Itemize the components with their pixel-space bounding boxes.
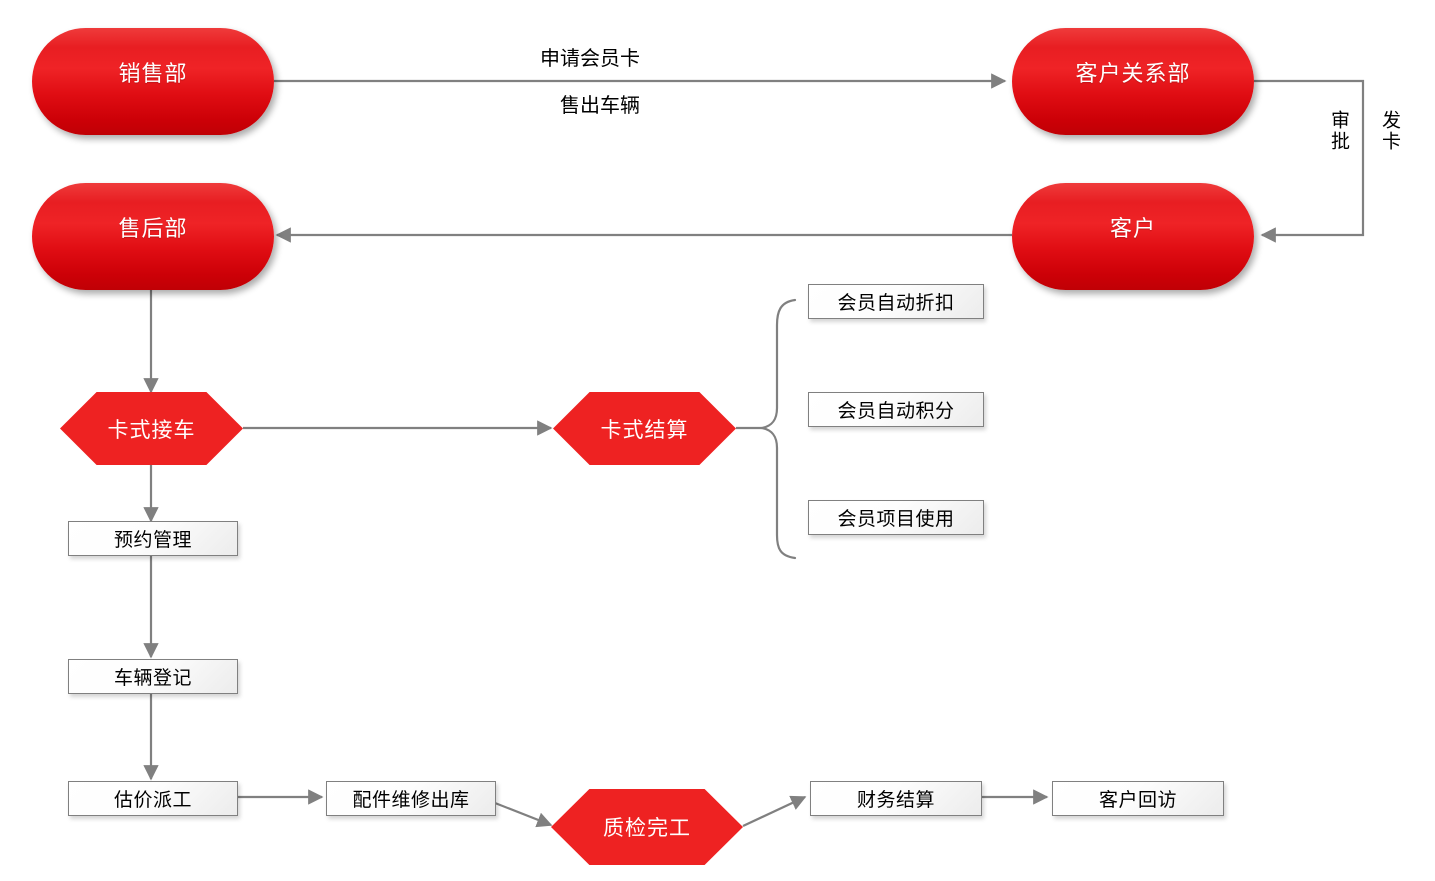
node-after-sales-dept-label: 售后部 (118, 215, 188, 241)
node-after-sales-dept[interactable]: 售后部 (32, 183, 274, 290)
edge-crm-to-customer (1254, 79, 1365, 243)
brace-member-features (760, 298, 797, 560)
node-estimate-dispatch[interactable]: 估价派工 (68, 781, 238, 816)
node-quality-done[interactable]: 质检完工 (551, 789, 743, 865)
hexagon-shape (553, 392, 736, 465)
edge-label-issue-card: 发卡 (1379, 110, 1400, 152)
edge-quality-to-finance (742, 795, 807, 827)
node-customer-revisit-label: 客户回访 (1098, 790, 1177, 811)
node-vehicle-register[interactable]: 车辆登记 (68, 659, 238, 694)
edge-parts-to-quality (494, 801, 553, 828)
node-member-discount[interactable]: 会员自动折扣 (808, 284, 984, 319)
node-parts-out-label: 配件维修出库 (352, 790, 470, 811)
edge-label-apply-member-card: 申请会员卡 (540, 48, 640, 70)
node-customer-revisit[interactable]: 客户回访 (1052, 781, 1224, 816)
edge-label-approve: 审批 (1328, 110, 1349, 152)
node-customer[interactable]: 客户 (1012, 183, 1254, 290)
node-estimate-dispatch-label: 估价派工 (113, 790, 192, 811)
node-member-project[interactable]: 会员项目使用 (808, 500, 984, 535)
node-member-points[interactable]: 会员自动积分 (808, 392, 984, 427)
node-appointment[interactable]: 预约管理 (68, 521, 238, 556)
node-card-receive[interactable]: 卡式接车 (60, 392, 243, 465)
node-card-settle[interactable]: 卡式结算 (553, 392, 736, 465)
hexagon-shape (551, 789, 743, 865)
node-member-project-label: 会员项目使用 (837, 509, 955, 530)
node-finance-settle[interactable]: 财务结算 (810, 781, 982, 816)
hexagon-shape (60, 392, 243, 465)
node-finance-settle-label: 财务结算 (856, 790, 935, 811)
node-quality-done-label: 质检完工 (603, 817, 691, 840)
node-member-points-label: 会员自动积分 (837, 401, 955, 422)
node-card-settle-label: 卡式结算 (600, 418, 689, 442)
node-crm-dept-label: 客户关系部 (1075, 60, 1191, 86)
node-card-receive-label: 卡式接车 (107, 418, 196, 442)
node-parts-out[interactable]: 配件维修出库 (326, 781, 496, 816)
node-sales-dept-label: 销售部 (118, 60, 188, 86)
node-crm-dept[interactable]: 客户关系部 (1012, 28, 1254, 135)
node-customer-label: 客户 (1109, 215, 1156, 241)
node-sales-dept[interactable]: 销售部 (32, 28, 274, 135)
node-appointment-label: 预约管理 (113, 530, 192, 551)
edge-label-sell-vehicle: 售出车辆 (560, 95, 640, 117)
node-member-discount-label: 会员自动折扣 (837, 293, 955, 314)
node-vehicle-register-label: 车辆登记 (113, 668, 192, 689)
